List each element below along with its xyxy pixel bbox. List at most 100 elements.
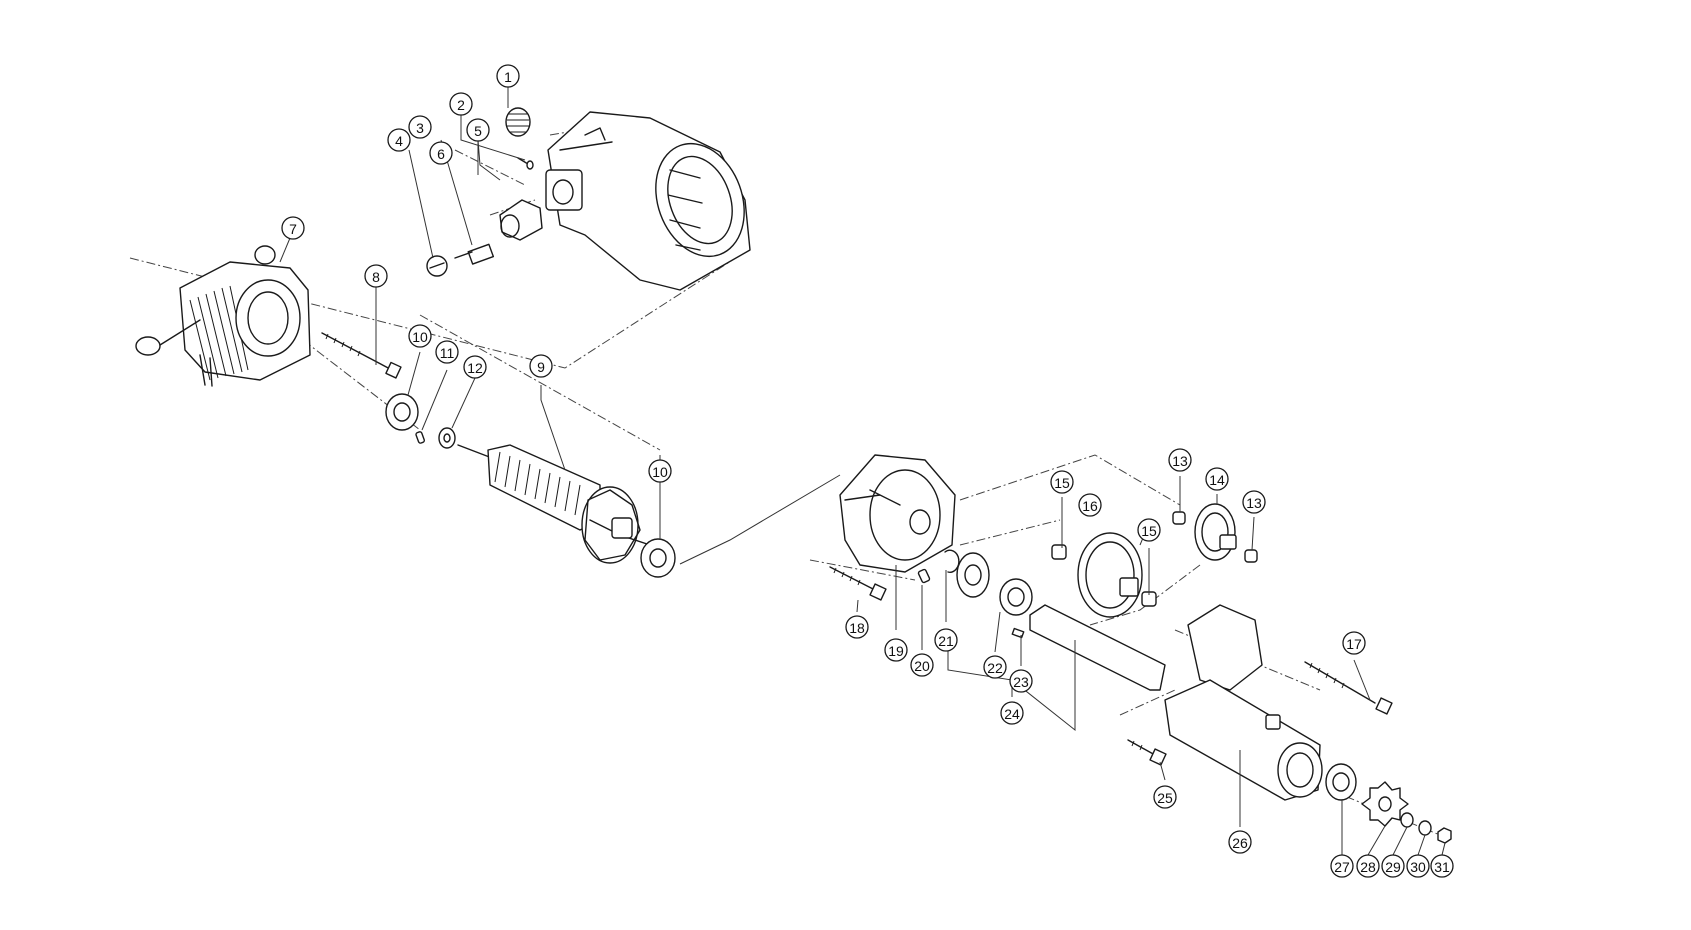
brush-cap-part-4 — [426, 255, 448, 277]
callout-circle — [1050, 470, 1074, 494]
callout-circle — [1137, 518, 1161, 542]
callout-circle — [845, 615, 869, 639]
callout-6: 6 — [429, 141, 453, 165]
callout-number: 26 — [1232, 835, 1248, 851]
callout-circle — [387, 128, 411, 152]
pin-part-20 — [917, 568, 931, 584]
callout-27: 27 — [1330, 854, 1354, 878]
washer-part-30 — [1418, 820, 1432, 836]
key-part-23 — [1011, 627, 1025, 639]
spindle-housing — [1164, 604, 1323, 801]
callout-26: 26 — [1228, 830, 1252, 854]
callout-30: 30 — [1406, 854, 1430, 878]
callout-28: 28 — [1356, 854, 1380, 878]
callout-15: 15 — [1137, 518, 1161, 542]
gear-case — [839, 454, 956, 573]
callout-number: 30 — [1410, 859, 1426, 875]
callout-circle — [934, 628, 958, 652]
callout-circle — [408, 324, 432, 348]
washer-part-29 — [1400, 812, 1414, 828]
armature — [457, 444, 651, 564]
long-screw-part-8 — [321, 332, 402, 379]
callout-number: 27 — [1334, 859, 1350, 875]
callout-22: 22 — [983, 655, 1007, 679]
callout-circle — [1381, 854, 1405, 878]
callout-circle — [496, 64, 520, 88]
callout-circle — [1205, 467, 1229, 491]
callout-number: 2 — [457, 97, 465, 113]
callout-number: 13 — [1172, 453, 1188, 469]
callout-circle — [1000, 701, 1024, 725]
callout-number: 3 — [416, 120, 424, 136]
callout-circle — [648, 459, 672, 483]
callout-12: 12 — [463, 355, 487, 379]
bearing-part-27 — [1325, 763, 1357, 801]
callout-number: 11 — [440, 345, 455, 361]
pinion-gear — [956, 552, 990, 598]
callout-labels: 1234567891010111213131415151617181920212… — [281, 64, 1454, 878]
callout-20: 20 — [910, 653, 934, 677]
stator-field-coil — [135, 245, 311, 387]
screw-part-5 — [517, 157, 534, 170]
callout-circle — [466, 118, 490, 142]
callout-11: 11 — [435, 340, 459, 364]
callout-number: 25 — [1157, 790, 1173, 806]
callout-circle — [1330, 854, 1354, 878]
callout-circle — [364, 264, 388, 288]
callout-circle — [281, 216, 305, 240]
callout-circle — [1009, 669, 1033, 693]
callout-number: 4 — [395, 133, 403, 149]
callout-13: 13 — [1168, 448, 1192, 472]
callout-number: 7 — [289, 221, 297, 237]
callout-21: 21 — [934, 628, 958, 652]
small-gear-part-14 — [1194, 503, 1237, 561]
callout-circle — [463, 355, 487, 379]
callout-circle — [1342, 631, 1366, 655]
bearing-part-22 — [999, 578, 1033, 616]
callout-23: 23 — [1009, 669, 1033, 693]
callout-4: 4 — [387, 128, 411, 152]
callout-circle — [1406, 854, 1430, 878]
callout-number: 17 — [1346, 636, 1362, 652]
callout-number: 24 — [1004, 706, 1020, 722]
callout-24: 24 — [1000, 701, 1024, 725]
callout-19: 19 — [884, 638, 908, 662]
retaining-ring-part-21 — [944, 549, 960, 573]
callout-circle — [1228, 830, 1252, 854]
callout-number: 29 — [1385, 859, 1401, 875]
shaft-connection-line — [679, 474, 841, 565]
callout-circle — [429, 141, 453, 165]
bearing-part-10-left — [385, 393, 419, 431]
bushing-part-13-a — [1172, 511, 1186, 525]
callout-14: 14 — [1205, 467, 1229, 491]
callout-number: 8 — [372, 269, 380, 285]
screw-part-25 — [1127, 739, 1167, 766]
long-bolt-part-17 — [1304, 661, 1393, 715]
screw-part-18 — [829, 566, 887, 601]
bearing-part-10-right — [640, 538, 676, 578]
callout-number: 21 — [938, 633, 954, 649]
callout-2: 2 — [449, 92, 473, 116]
callout-31: 31 — [1430, 854, 1454, 878]
callout-number: 13 — [1246, 495, 1262, 511]
bushing-part-15-a — [1051, 544, 1067, 560]
motor-housing — [545, 111, 751, 291]
callout-9: 9 — [529, 354, 553, 378]
callout-16: 16 — [1078, 493, 1102, 517]
callout-10: 10 — [408, 324, 432, 348]
callout-circle — [1242, 490, 1266, 514]
callout-number: 31 — [1434, 859, 1450, 875]
callout-number: 15 — [1054, 475, 1070, 491]
callout-10: 10 — [648, 459, 672, 483]
callout-17: 17 — [1342, 631, 1366, 655]
callout-circle — [449, 92, 473, 116]
bushing-part-13-b — [1244, 549, 1258, 563]
callout-number: 12 — [467, 360, 483, 376]
callout-number: 15 — [1141, 523, 1157, 539]
pin-part-11 — [415, 431, 426, 444]
callout-number: 6 — [437, 146, 445, 162]
callout-15: 15 — [1050, 470, 1074, 494]
callout-7: 7 — [281, 216, 305, 240]
callout-13: 13 — [1242, 490, 1266, 514]
